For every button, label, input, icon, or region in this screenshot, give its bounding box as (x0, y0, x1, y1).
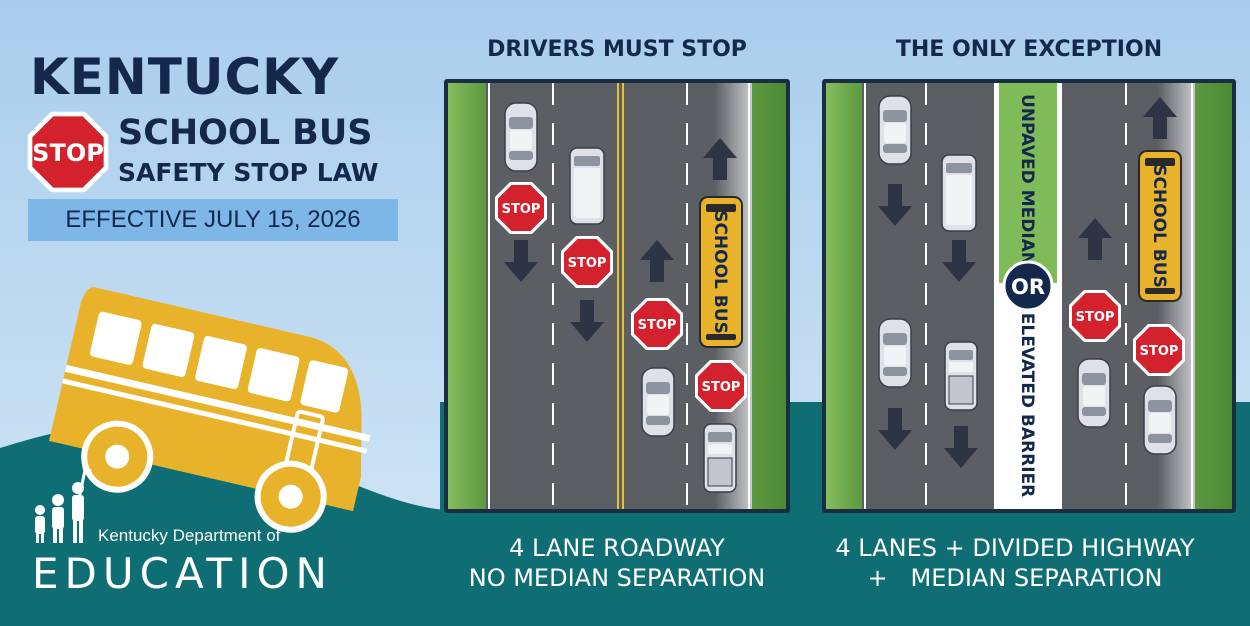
title-stop-sign-icon: STOP (27, 111, 109, 193)
or-badge: OR (1002, 260, 1054, 312)
stop-sign-icon: STOP (1069, 290, 1121, 342)
left-caption-line2: NO MEDIAN SEPARATION (468, 564, 766, 592)
title-safety-stop-law: SAFETY STOP LAW (118, 158, 379, 187)
car-icon (504, 102, 538, 172)
svg-text:STOP: STOP (702, 380, 741, 395)
svg-text:STOP: STOP (1140, 344, 1179, 359)
stop-sign-icon: STOP (495, 182, 547, 234)
title-kentucky: KENTUCKY (30, 48, 340, 106)
school-bus-top-icon: SCHOOL BUS (699, 196, 743, 348)
right-panel-heading: THE ONLY EXCEPTION (895, 37, 1163, 62)
car-icon (1077, 358, 1111, 428)
logo-education-text: EDUCATION (32, 549, 333, 598)
median-bottom-label: ELEVATED BARRIER (1017, 313, 1037, 497)
right-road-panel: UNPAVED MEDIAN ELEVATED BARRIER OR SCHOO… (822, 79, 1236, 513)
left-caption-line1: 4 LANE ROADWAY (509, 534, 725, 562)
stop-sign-icon: STOP (695, 360, 747, 412)
left-caption: 4 LANE ROADWAY NO MEDIAN SEPARATION (444, 533, 790, 593)
title-stop-text: STOP (32, 139, 104, 167)
bus-label: SCHOOL BUS (710, 210, 730, 334)
car-icon (641, 367, 675, 437)
svg-text:STOP: STOP (502, 202, 541, 217)
school-bus-top-icon: SCHOOL BUS (1138, 150, 1182, 302)
truck-icon (944, 341, 978, 411)
children-logo-icon (35, 465, 92, 543)
bus-label: SCHOOL BUS (1149, 164, 1169, 288)
stop-sign-icon: STOP (1133, 324, 1185, 376)
car-icon (878, 318, 912, 388)
stop-sign-icon: STOP (561, 236, 613, 288)
car-icon (569, 147, 605, 225)
left-panel-heading: DRIVERS MUST STOP (487, 37, 747, 62)
car-icon (1143, 385, 1177, 455)
svg-text:STOP: STOP (568, 256, 607, 271)
car-icon (941, 154, 977, 232)
truck-icon (703, 423, 737, 493)
svg-text:OR: OR (1011, 275, 1045, 299)
logo-department-text: Kentucky Department of (98, 526, 281, 545)
car-icon (878, 95, 912, 165)
school-bus-icon (49, 287, 371, 533)
stop-sign-icon: STOP (631, 298, 683, 350)
title-school-bus: SCHOOL BUS (118, 113, 373, 153)
left-road-panel: SCHOOL BUS STOP STOP STOP STOP (444, 79, 790, 513)
effective-date-banner: EFFECTIVE JULY 15, 2026 (28, 199, 398, 241)
right-caption-line2: + MEDIAN SEPARATION (867, 564, 1163, 592)
svg-text:STOP: STOP (638, 318, 677, 333)
median-top-label: UNPAVED MEDIAN (1017, 94, 1037, 266)
right-caption: 4 LANES + DIVIDED HIGHWAY + MEDIAN SEPAR… (800, 533, 1230, 593)
right-caption-line1: 4 LANES + DIVIDED HIGHWAY (835, 534, 1195, 562)
svg-text:STOP: STOP (1076, 310, 1115, 325)
